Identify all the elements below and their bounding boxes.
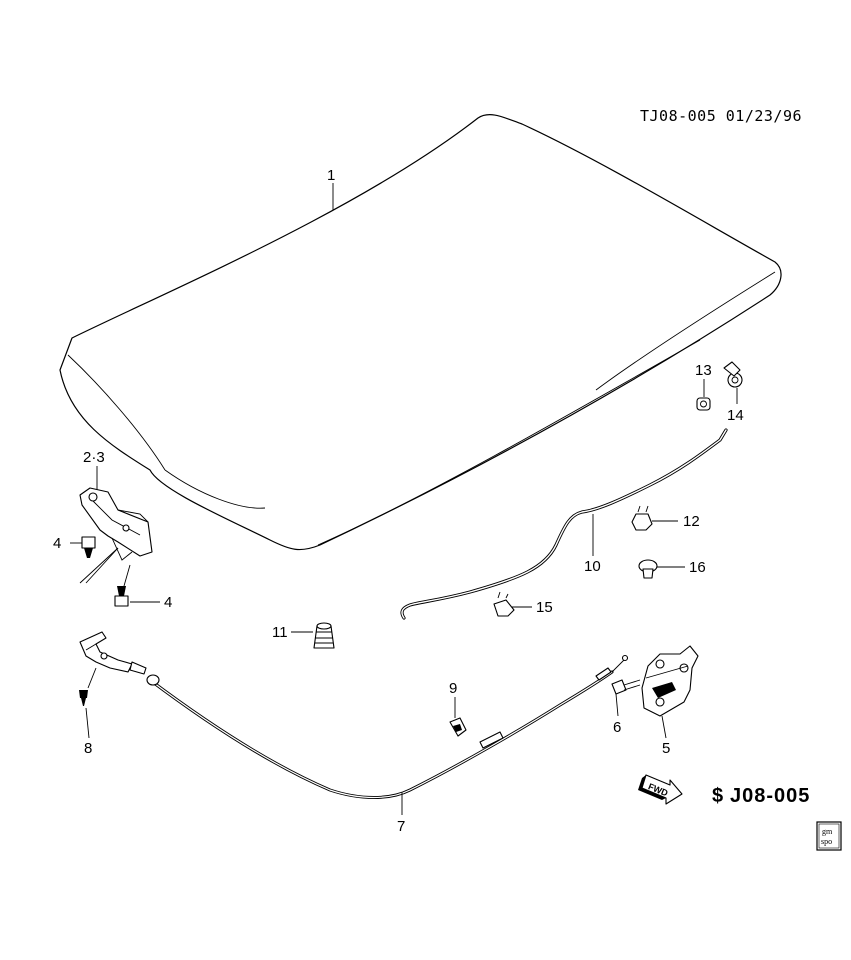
leader-4-lower xyxy=(123,564,131,587)
callout-8: 8 xyxy=(84,740,92,757)
hood-prop-rod xyxy=(400,428,728,620)
gm-badge-line2: spo xyxy=(821,837,832,846)
release-handle xyxy=(79,631,160,686)
callout-13: 13 xyxy=(695,362,712,379)
leader-4-b xyxy=(85,547,119,584)
callout-14: 14 xyxy=(727,407,744,424)
section-code: J08-005 xyxy=(730,785,810,807)
rod-holder-clip xyxy=(631,505,653,531)
callout-4-upper: 4 xyxy=(53,535,61,552)
callout-11: 11 xyxy=(272,624,288,641)
callout-6: 6 xyxy=(613,719,621,736)
hood-panel xyxy=(59,114,782,551)
hood-latch xyxy=(641,645,699,717)
gm-badge-line1: gm xyxy=(822,827,833,836)
hood-bumper xyxy=(638,559,658,579)
callout-5: 5 xyxy=(662,740,670,757)
callout-10: 10 xyxy=(584,558,601,575)
leader-6 xyxy=(615,693,619,717)
gm-spo-badge: gm spo xyxy=(816,821,842,851)
hood-hinge xyxy=(79,487,153,561)
callout-9: 9 xyxy=(449,680,457,697)
latch-bolt xyxy=(611,679,641,695)
hood-stopper xyxy=(313,622,335,649)
callout-16: 16 xyxy=(689,559,706,576)
section-code-symbol: $ xyxy=(712,785,724,807)
diagram-reference: TJ08-005 01/23/96 xyxy=(640,107,802,125)
forward-direction-arrow: FWD xyxy=(638,774,683,805)
hood-release-cable xyxy=(148,670,614,799)
handle-screw xyxy=(79,690,88,706)
callout-1: 1 xyxy=(327,167,335,184)
callout-15: 15 xyxy=(536,599,553,616)
rod-retainer-clip xyxy=(493,591,515,617)
callout-7: 7 xyxy=(397,818,405,835)
callout-4-lower: 4 xyxy=(164,594,172,611)
callout-2-3: 2·3 xyxy=(83,449,105,466)
rod-grommet xyxy=(696,397,711,411)
hinge-bolt-lower xyxy=(114,586,129,607)
rod-end-clip xyxy=(723,361,743,388)
callout-12: 12 xyxy=(683,513,700,530)
leader-8 xyxy=(85,707,90,739)
cable-clamp xyxy=(449,717,467,737)
hinge-bolt-upper xyxy=(81,536,96,558)
cable-sleeve xyxy=(479,731,504,749)
leader-4-a xyxy=(79,547,119,584)
leader-5 xyxy=(661,715,667,739)
